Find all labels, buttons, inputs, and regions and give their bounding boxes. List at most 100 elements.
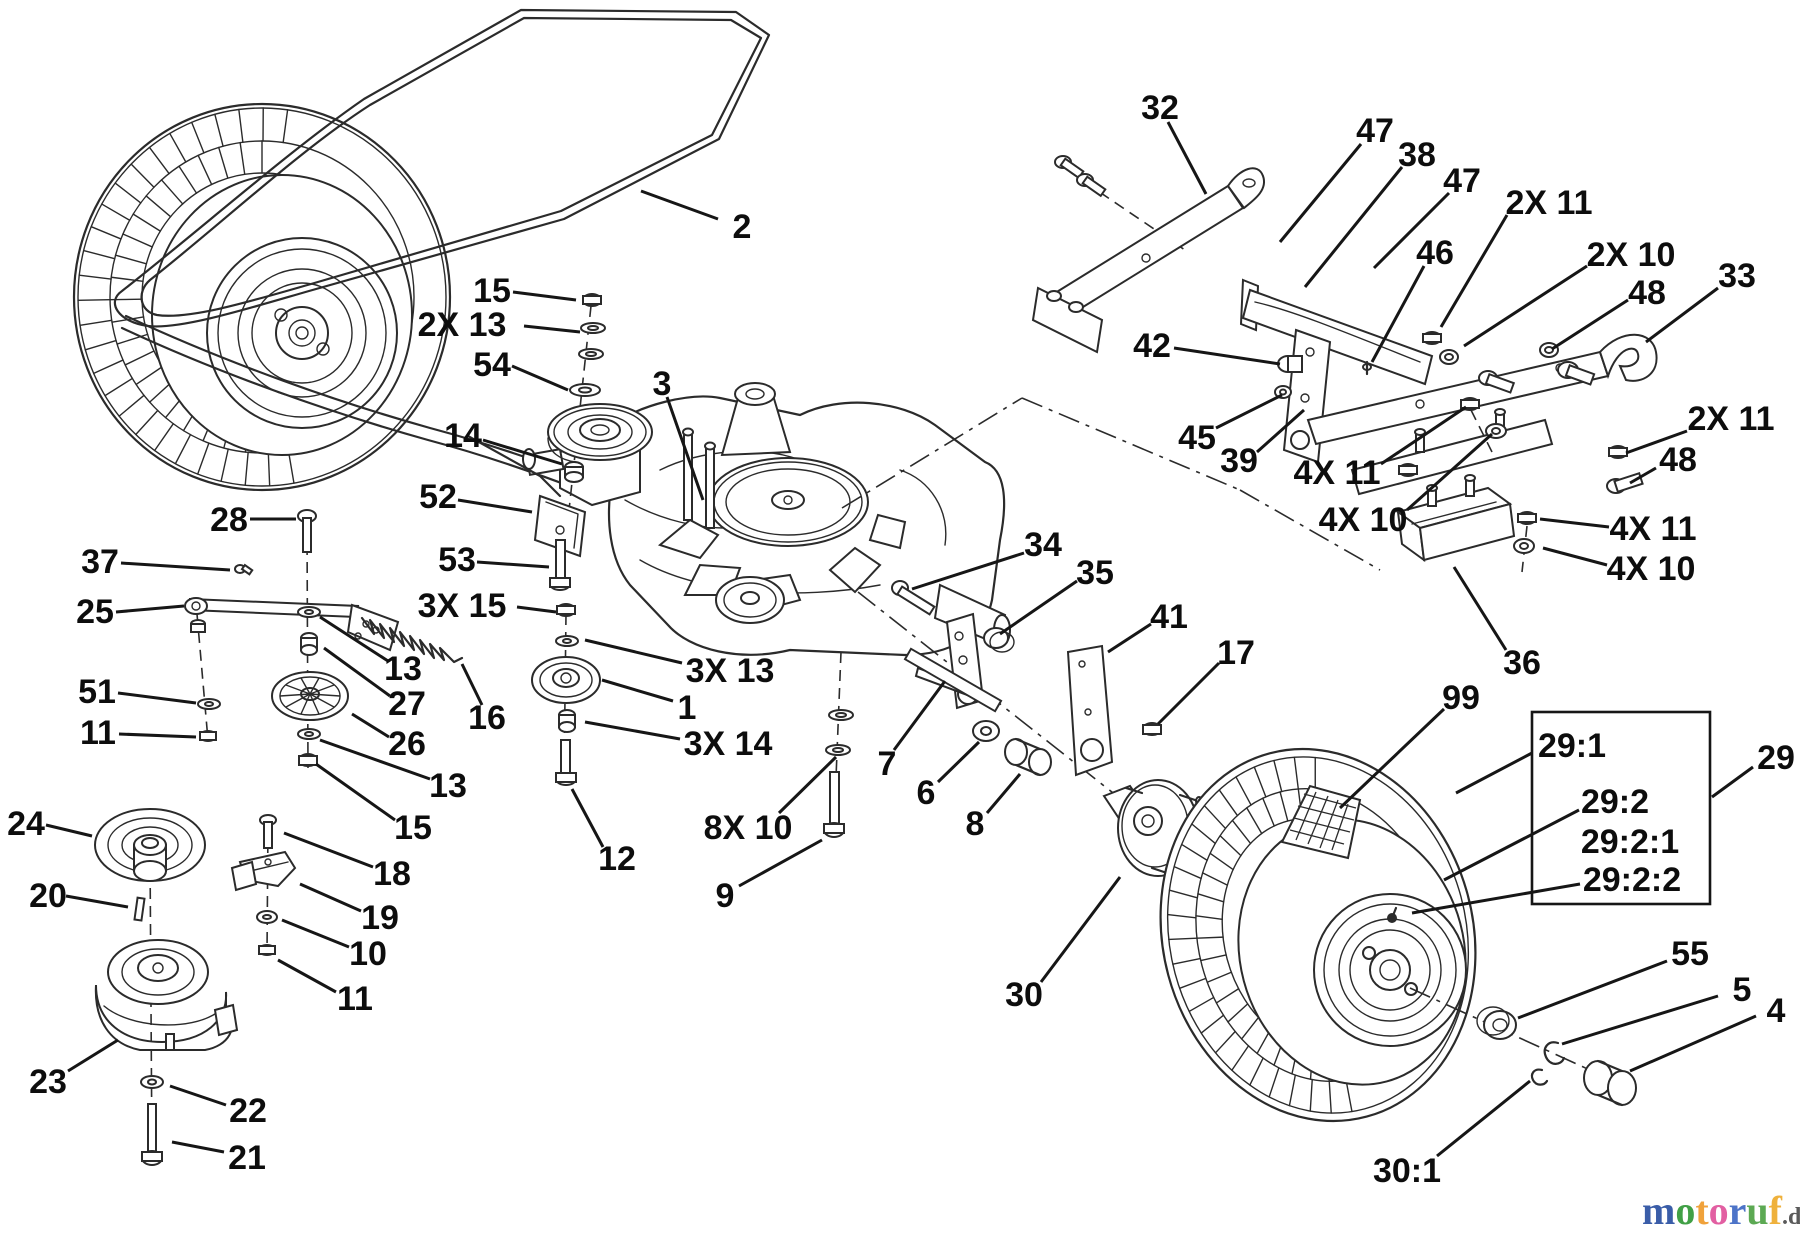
tread-block-line <box>1328 1080 1332 1114</box>
tread-block-line <box>130 163 155 188</box>
tread-block-line <box>1309 1078 1313 1112</box>
leader-line-39 <box>1256 408 1305 454</box>
leader-line-19 <box>299 882 362 913</box>
part-label-52: 52 <box>419 478 457 516</box>
part-label-26: 26 <box>388 725 426 763</box>
leader-line-47a <box>1278 143 1363 243</box>
part-label-29-2-2: 29:2:2 <box>1583 861 1681 899</box>
tread-block-line <box>287 449 295 484</box>
tread-block-line <box>124 350 155 366</box>
part-label-25: 25 <box>76 593 114 631</box>
leader-line-29-1 <box>1455 751 1533 795</box>
part-label-5: 5 <box>1733 971 1752 1009</box>
part-label-29-2: 29:2 <box>1581 783 1649 821</box>
part-label-22: 22 <box>229 1092 267 1130</box>
tread-block-line <box>1172 957 1201 965</box>
tread-block-line <box>114 254 148 265</box>
part-label-46: 46 <box>1416 234 1454 272</box>
leader-line-55 <box>1517 959 1668 1020</box>
leader-line-53 <box>476 560 550 569</box>
leader-line-47b <box>1372 191 1451 270</box>
part-label-12: 12 <box>598 840 636 878</box>
leader-line-29 <box>1711 765 1754 799</box>
leader-line-10 <box>281 918 350 949</box>
leader-line-11a <box>118 732 197 739</box>
part-label-8: 8 <box>966 805 985 843</box>
leader-line-36 <box>1452 566 1508 651</box>
tread-block-line <box>1218 789 1239 817</box>
part-label-10: 10 <box>349 935 387 973</box>
part-label-14: 14 <box>444 417 482 455</box>
part-label-41: 41 <box>1150 598 1188 636</box>
leader-line-2 <box>640 189 719 221</box>
leader-line-22 <box>169 1084 227 1107</box>
leader-line-25 <box>115 604 185 614</box>
part-label-17: 17 <box>1217 634 1255 672</box>
leader-line-17 <box>1156 661 1221 726</box>
part-label-48a: 48 <box>1628 274 1666 312</box>
tread-block-line <box>1262 797 1275 827</box>
leader-line-12 <box>570 788 605 848</box>
idler-arm-25-group <box>184 509 464 769</box>
part-label-7: 7 <box>878 745 897 783</box>
part-label-35: 35 <box>1076 554 1114 592</box>
part-label-3x15: 3X 15 <box>418 587 507 625</box>
tread-block-line <box>1240 1016 1260 1040</box>
part-label-27: 27 <box>388 685 426 723</box>
tread-block-line <box>238 108 244 143</box>
tread-block-line <box>244 451 249 486</box>
part-label-29-1: 29:1 <box>1538 727 1606 765</box>
leader-line-15b <box>315 762 396 822</box>
part-label-4: 4 <box>1767 992 1786 1030</box>
tread-block-line <box>110 276 144 283</box>
leader-line-23 <box>67 1038 119 1073</box>
part-label-2x13: 2X 13 <box>418 306 507 344</box>
tread-block-line <box>79 319 113 327</box>
support-bracket-52 <box>466 434 587 591</box>
part-label-11b: 11 <box>337 980 373 1018</box>
tread-block-line <box>220 448 229 482</box>
leader-line-35 <box>999 579 1078 636</box>
tread-block-line <box>1200 954 1227 962</box>
leader-line-41 <box>1107 622 1152 654</box>
part-label-13a: 13 <box>384 650 422 688</box>
tread-block-line <box>1273 759 1283 793</box>
leader-line-16 <box>460 663 484 706</box>
part-label-13b: 13 <box>429 767 467 805</box>
part-label-33: 33 <box>1718 257 1756 295</box>
tread-block-line <box>1195 915 1223 920</box>
idler-pulley-54-column <box>547 293 653 539</box>
leader-line-45 <box>1215 393 1283 430</box>
part-label-30: 30 <box>1005 976 1043 1014</box>
part-label-28: 28 <box>210 501 248 539</box>
leader-line-37 <box>120 561 231 572</box>
tread-block-line <box>153 422 175 452</box>
leader-line-30 <box>1039 876 1122 983</box>
leader-line-1 <box>601 678 674 703</box>
part-label-11a: 11 <box>80 714 116 752</box>
leader-line-29-2 <box>1443 808 1580 882</box>
bolt-column-9 <box>823 651 854 838</box>
tread-block-line <box>197 154 213 186</box>
part-label-47b: 47 <box>1443 162 1481 200</box>
leader-line-2x11a <box>1439 214 1509 328</box>
tread-block-line <box>178 165 198 194</box>
tread-block-line <box>90 225 122 240</box>
leader-line-11b <box>277 958 337 994</box>
tread-block-line <box>1249 1057 1264 1086</box>
tread-block-line <box>84 339 117 351</box>
tread-block-line <box>1168 937 1198 941</box>
tread-block-line <box>1173 865 1202 880</box>
wheel-assembly-group-box <box>1530 710 1712 906</box>
leader-line-2x13 <box>523 324 581 334</box>
part-label-55: 55 <box>1671 935 1709 973</box>
leader-line-5 <box>1561 994 1719 1046</box>
part-label-3x14: 3X 14 <box>684 725 773 763</box>
leader-line-24 <box>45 823 93 838</box>
tread-block-line <box>1345 1079 1353 1113</box>
leader-line-4x10b <box>1542 546 1608 567</box>
leader-line-52 <box>457 498 533 514</box>
leader-line-48a <box>1551 298 1629 351</box>
tread-block-line <box>1196 936 1224 939</box>
tread-block-line <box>1215 988 1240 1004</box>
